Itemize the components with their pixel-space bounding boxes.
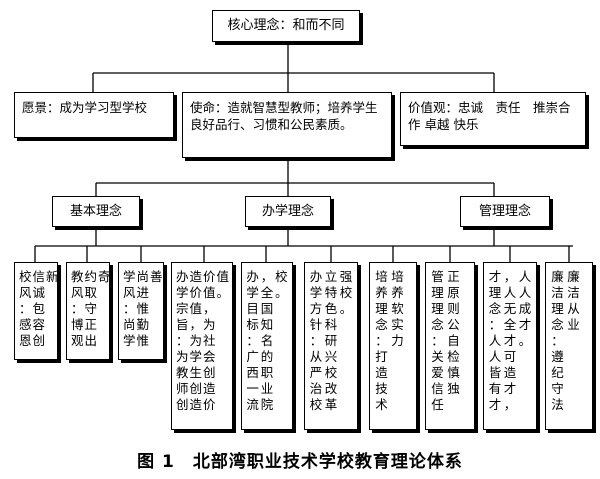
leaf-integrity: 廉洁理念：遵纪守法廉洁从业 xyxy=(545,262,593,430)
values-text: 价值观：忠诚 责任 推崇合作 卓越 快乐 xyxy=(408,100,571,132)
leaf-text-column: 管理理念：关爱信任 xyxy=(431,269,444,412)
leaf-text-column: 培养软实力 xyxy=(391,269,404,348)
leaf-text-column: 强校。 xyxy=(339,269,353,316)
mission-box: 使命：造就智慧型教师；培养学生良好品行、习惯和公民素质。 xyxy=(182,92,392,158)
leaf-text-column: 值。 xyxy=(216,269,230,300)
leaf-text-column: 教风：博观 xyxy=(71,269,84,348)
leaf-text-column: 奇 xyxy=(98,269,111,284)
category-school-running-label: 办学理念 xyxy=(261,203,314,219)
vision-text: 愿景：成为学习型学校 xyxy=(22,100,148,115)
leaf-text-column: 信诚包容创 xyxy=(32,269,46,348)
leaf-text-column: 价值，为社会创造价 xyxy=(203,269,216,412)
leaf-text-column: 办学目标：广西一流 xyxy=(246,269,259,412)
core-concept-label: 核心理念：和而不同 xyxy=(227,18,345,33)
leaf-management: 管理理念：关爱信任正原则公自检慎独 xyxy=(425,262,475,430)
leaf-text-column: 立特色科研兴校改革 xyxy=(324,269,338,412)
leaf-study-style: 学风：尚学尚进惟勤惟善 xyxy=(118,262,164,360)
mission-text: 使命：造就智慧型教师；培养学生良好品行、习惯和公民素质。 xyxy=(190,100,378,132)
leaf-text-column: 学风：尚学 xyxy=(123,269,136,348)
leaf-text-column: ，人无全才可造才， xyxy=(503,269,517,412)
category-school-running: 办学理念 xyxy=(245,196,331,227)
leaf-teaching-style: 教风：博观约取守正出奇 xyxy=(66,262,111,360)
leaf-purpose: 办学宗旨：为教师创造价值，为学生创造价值，为社会创造价值。 xyxy=(171,262,233,430)
leaf-text-column: 才理念：人人皆有才 xyxy=(488,269,502,412)
leaf-text-column: 人人成才。 xyxy=(518,269,532,348)
leaf-text-column: 校。 xyxy=(275,269,288,300)
category-basic: 基本理念 xyxy=(52,196,140,227)
values-box: 价值观：忠诚 责任 推崇合作 卓越 快乐 xyxy=(400,92,586,146)
leaf-cultivation: 培养理念：打造技术培养软实力 xyxy=(369,262,417,430)
leaf-text-column: 校风：感恩 xyxy=(19,269,32,348)
figure-caption: 图 1 北部湾职业技术学校教育理论体系 xyxy=(137,452,463,472)
leaf-text-column: 造价值，为学生创造 xyxy=(189,269,203,412)
leaf-text-column: 培养理念：打造技术 xyxy=(375,269,388,412)
leaf-text-column: ，全国知名的职业院 xyxy=(260,269,274,412)
leaf-text-column: 约取守正出 xyxy=(84,269,98,348)
leaf-text-column: 正原则公自检慎独 xyxy=(447,269,460,396)
core-concept-box: 核心理念：和而不同 xyxy=(212,10,360,42)
leaf-school-spirit: 校风：感恩信诚包容创新 xyxy=(14,262,59,360)
leaf-text-column: 尚进惟勤惟 xyxy=(136,269,150,348)
leaf-policy: 办学方针：从严治校立特色科研兴校改革强校。 xyxy=(304,262,358,430)
leaf-talent: 才理念：人人皆有才，人无全才可造才，人人成才。 xyxy=(483,262,537,430)
leaf-text-column: 新 xyxy=(46,269,59,284)
leaf-goal: 办学目标：广西一流，全国知名的职业院校。 xyxy=(241,262,293,430)
leaf-text-column: 善 xyxy=(150,269,163,284)
category-management-label: 管理理念 xyxy=(478,203,531,219)
vision-box: 愿景：成为学习型学校 xyxy=(14,92,174,138)
leaf-text-column: 办学宗旨：为教师创 xyxy=(176,269,189,412)
category-management: 管理理念 xyxy=(460,196,550,227)
leaf-text-column: 廉洁从业 xyxy=(567,269,580,332)
category-basic-label: 基本理念 xyxy=(69,203,122,219)
leaf-text-column: 廉洁理念：遵纪守法 xyxy=(551,269,564,412)
leaf-text-column: 办学方针：从严治校 xyxy=(309,269,323,412)
